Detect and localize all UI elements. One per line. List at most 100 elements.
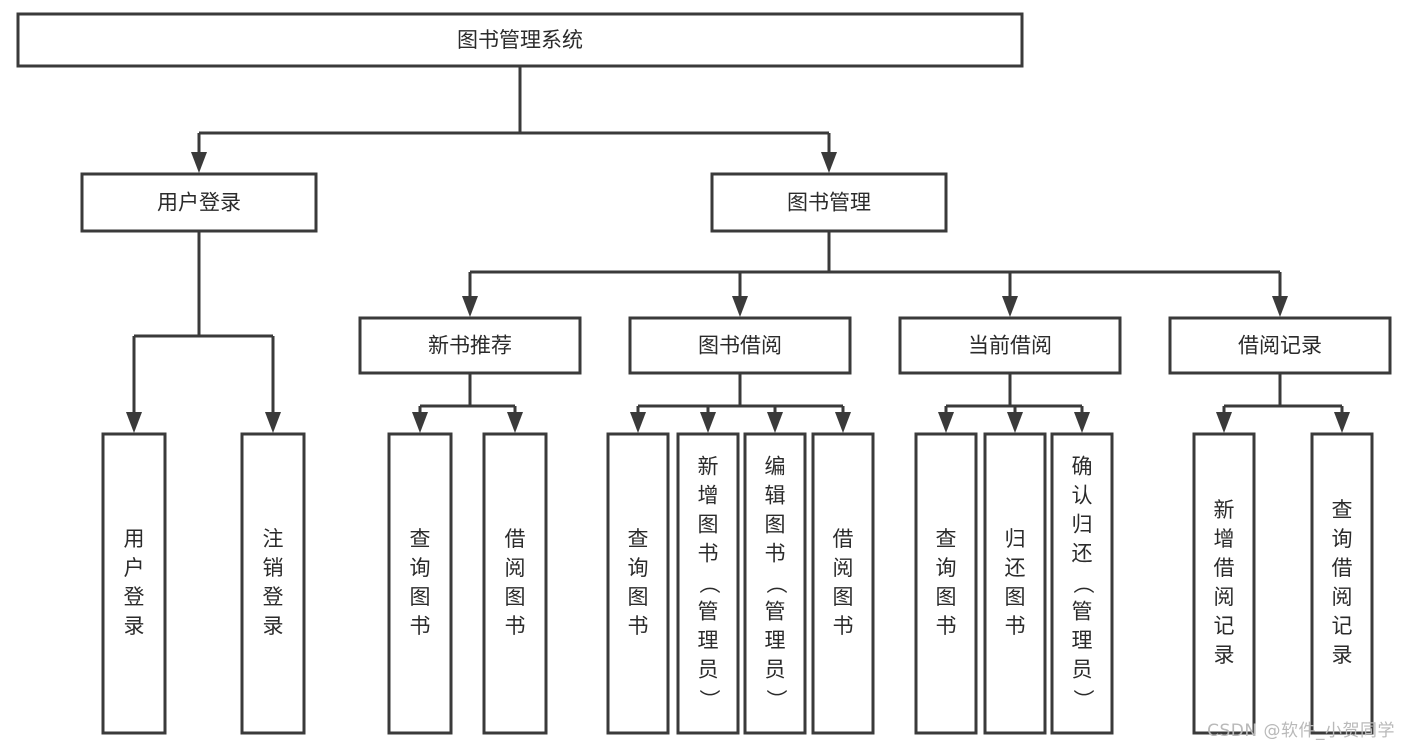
- node-box[interactable]: [1168, 316, 1392, 375]
- node-box[interactable]: [1310, 432, 1374, 735]
- node-box[interactable]: [743, 432, 807, 735]
- node-box[interactable]: [606, 432, 670, 735]
- node-label-char: 图: [833, 585, 854, 609]
- node-label-char: 查: [410, 527, 431, 551]
- node-box[interactable]: [101, 432, 167, 735]
- node-label-char: 询: [628, 556, 649, 580]
- node-label-char: 书: [765, 542, 786, 566]
- node-label-char: 新: [1214, 498, 1235, 522]
- node-label-char: ）: [697, 689, 721, 710]
- node-label-char: 借: [505, 527, 526, 551]
- arrow-head-icon: [630, 412, 646, 433]
- node-layer: 图书管理系统用户登录图书管理新书推荐图书借阅当前借阅借阅记录用户登录注销登录查询…: [16, 12, 1392, 735]
- node-label: 图书管理系统: [457, 28, 583, 52]
- node-user-login[interactable]: 用户登录: [80, 172, 318, 233]
- arrow-head-icon: [1074, 412, 1090, 433]
- node-box[interactable]: [240, 432, 306, 735]
- node-label-char: 归: [1005, 527, 1026, 551]
- node-label-char: 管: [698, 600, 719, 624]
- node-label: 当前借阅: [968, 334, 1052, 358]
- node-book-manage[interactable]: 图书管理: [710, 172, 948, 233]
- node-label-char: 用: [124, 527, 145, 551]
- node-label-char: ）: [764, 689, 788, 710]
- node-label-char: 书: [936, 614, 957, 638]
- node-label-char: 书: [628, 614, 649, 638]
- node-label-char: 书: [410, 614, 431, 638]
- node-label-char: 管: [1072, 600, 1093, 624]
- node-label-char: 书: [1005, 614, 1026, 638]
- node-label-char: 询: [410, 556, 431, 580]
- node-box[interactable]: [16, 12, 1024, 68]
- node-label-char: 注: [263, 527, 284, 551]
- arrow-head-icon: [938, 412, 954, 433]
- node-box[interactable]: [1050, 432, 1114, 735]
- node-label: 新书推荐: [428, 334, 512, 358]
- node-label-char: 登: [124, 585, 145, 609]
- node-borrow-record[interactable]: 借阅记录: [1168, 316, 1392, 375]
- node-box[interactable]: [387, 432, 453, 735]
- node-box[interactable]: [710, 172, 948, 233]
- connector-group: [126, 231, 281, 433]
- node-label-char: 编: [765, 455, 786, 479]
- node-label-char: 户: [124, 556, 145, 580]
- node-label-char: 阅: [505, 556, 526, 580]
- node-label: 借阅记录: [1238, 334, 1322, 358]
- node-label-char: 查: [936, 527, 957, 551]
- arrow-head-icon: [126, 412, 142, 433]
- connector-group: [462, 231, 1288, 317]
- node-label-char: ）: [1071, 689, 1095, 710]
- arrow-head-icon: [1334, 412, 1350, 433]
- node-box[interactable]: [811, 432, 875, 735]
- node-label-char: 借: [1214, 556, 1235, 580]
- arrow-head-icon: [1007, 412, 1023, 433]
- arrow-head-icon: [191, 152, 207, 173]
- node-label-char: 录: [1214, 643, 1235, 667]
- node-box[interactable]: [358, 316, 582, 375]
- node-label-char: （: [697, 573, 721, 594]
- node-box[interactable]: [628, 316, 852, 375]
- node-label-char: 员: [765, 658, 786, 682]
- node-leaf-user-login[interactable]: 用户登录: [101, 432, 167, 735]
- node-box[interactable]: [676, 432, 740, 735]
- node-label-char: 询: [936, 556, 957, 580]
- arrow-head-icon: [265, 412, 281, 433]
- node-label-char: 图: [698, 513, 719, 537]
- node-label-char: 书: [505, 614, 526, 638]
- node-label-char: （: [764, 573, 788, 594]
- node-box[interactable]: [914, 432, 978, 735]
- node-label-char: 记: [1332, 614, 1353, 638]
- arrow-head-icon: [767, 412, 783, 433]
- node-box[interactable]: [80, 172, 318, 233]
- node-label-char: 记: [1214, 614, 1235, 638]
- node-root[interactable]: 图书管理系统: [16, 12, 1024, 68]
- node-label-char: 新: [698, 455, 719, 479]
- node-label-char: 录: [124, 614, 145, 638]
- node-new-book-recommend[interactable]: 新书推荐: [358, 316, 582, 375]
- node-label-char: 增: [1214, 527, 1235, 551]
- node-box[interactable]: [482, 432, 548, 735]
- node-book-borrow[interactable]: 图书借阅: [628, 316, 852, 375]
- connector-group: [938, 373, 1090, 433]
- node-label-char: 录: [1332, 643, 1353, 667]
- node-label: 用户登录: [157, 191, 241, 215]
- node-box[interactable]: [1192, 432, 1256, 735]
- node-box[interactable]: [898, 316, 1122, 375]
- node-label-char: 还: [1072, 542, 1093, 566]
- node-box[interactable]: [983, 432, 1047, 735]
- node-current-borrow[interactable]: 当前借阅: [898, 316, 1122, 375]
- node-label-char: （: [1071, 573, 1095, 594]
- node-label-char: 增: [698, 484, 719, 508]
